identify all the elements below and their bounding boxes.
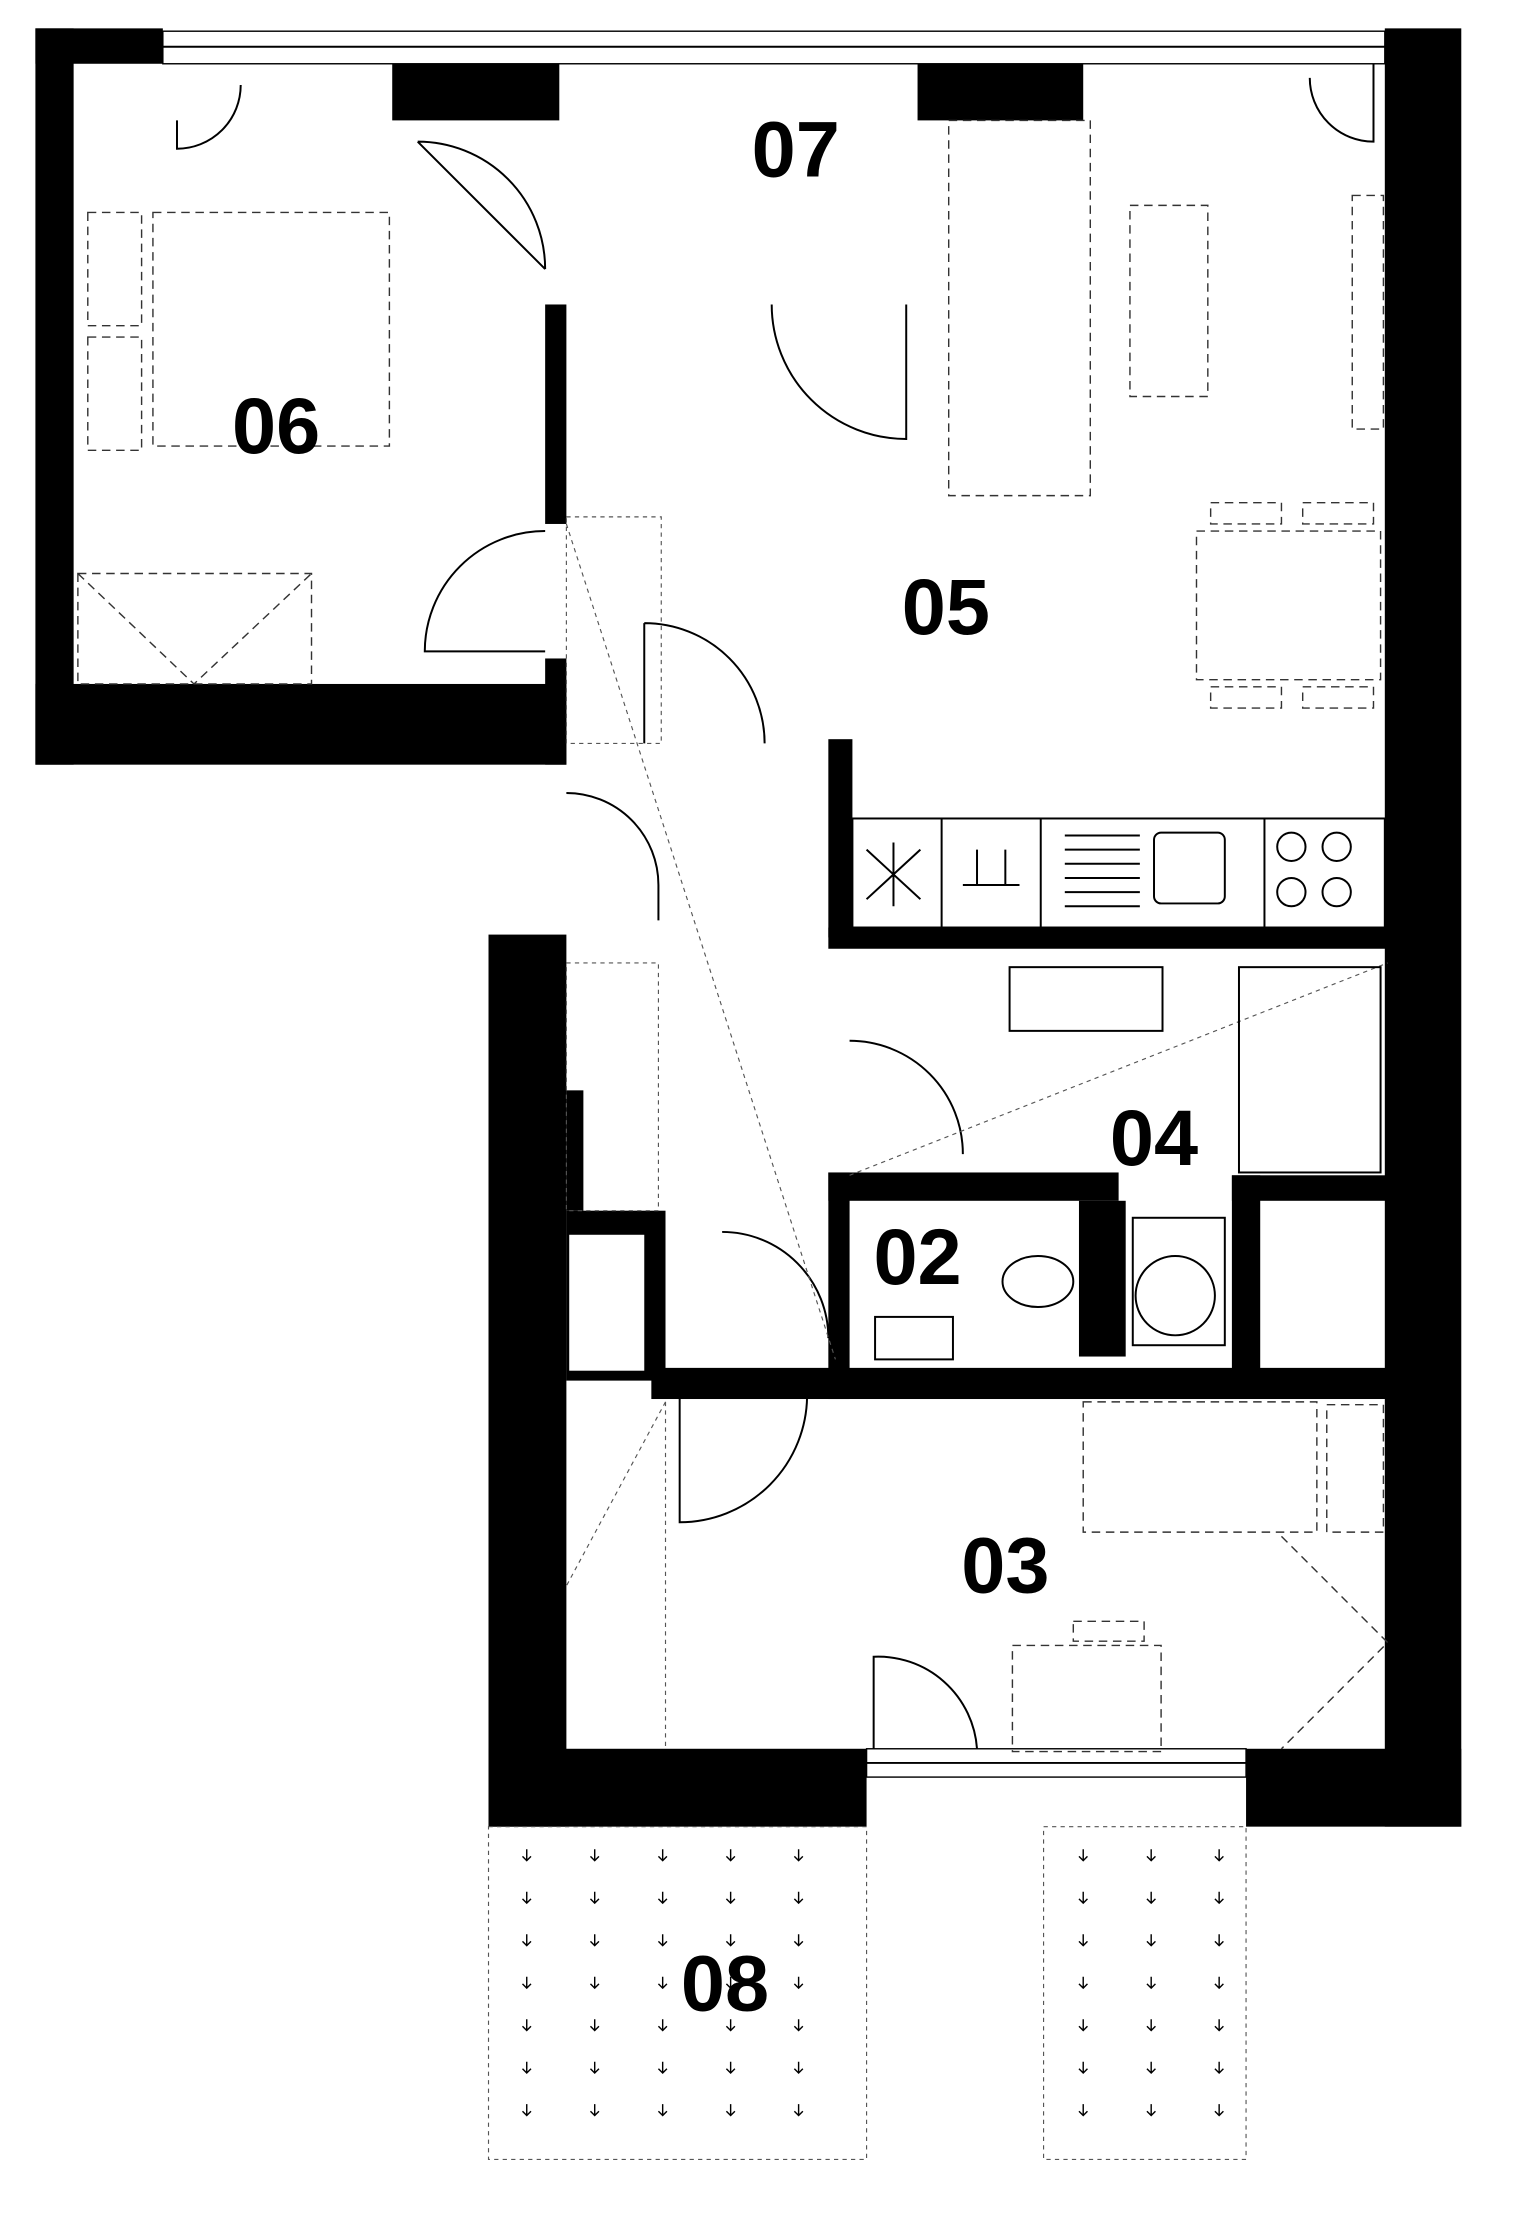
- room-label-05: 05: [902, 562, 990, 651]
- drainboard: [1064, 834, 1140, 908]
- paving-mark: [1078, 2019, 1088, 2032]
- paving-mark: [725, 2061, 736, 2075]
- paving-mark: [657, 2019, 668, 2032]
- bathroom-fixtures: [874, 966, 1382, 1361]
- paving-mark: [1214, 1891, 1224, 1905]
- room-label-04: 04: [1110, 1093, 1198, 1182]
- bed: [152, 211, 391, 447]
- paving-mark: [657, 2104, 668, 2117]
- paving-mark: [657, 1976, 668, 1990]
- paving-mark: [1146, 2104, 1156, 2117]
- paving-mark: [1078, 1891, 1088, 1905]
- paving-mark: [1146, 1976, 1156, 1990]
- paving-mark: [1146, 1934, 1156, 1947]
- paving-mark: [1146, 2061, 1156, 2075]
- paving-mark: [589, 1934, 600, 1947]
- shower: [1237, 966, 1382, 1174]
- paving-mark: [725, 1891, 736, 1905]
- paving-mark: [1078, 1849, 1088, 1862]
- paving-mark: [1146, 1849, 1156, 1862]
- paving-mark: [589, 1891, 600, 1905]
- paving-mark: [589, 1849, 600, 1862]
- paving-mark: [725, 1934, 736, 1947]
- paving-mark: [1078, 1934, 1088, 1947]
- paving-mark: [793, 1934, 804, 1947]
- paving-mark: [589, 2104, 600, 2117]
- cooktop: [1276, 831, 1352, 908]
- paving-mark: [793, 1891, 804, 1905]
- doors: [176, 63, 1388, 1749]
- paving-mark: [1214, 1976, 1224, 1990]
- paving-mark: [521, 1891, 532, 1905]
- toilet: [1001, 1255, 1075, 1308]
- paving-mark: [793, 2104, 804, 2117]
- room-label-03: 03: [961, 1521, 1049, 1610]
- paving-mark: [793, 2019, 804, 2032]
- paving-mark: [1214, 2019, 1224, 2032]
- kitchen-counter: [851, 817, 1386, 929]
- paving-mark: [1146, 1891, 1156, 1905]
- paving-mark: [521, 1849, 532, 1862]
- paving-mark: [589, 2019, 600, 2032]
- room-label-02: 02: [873, 1212, 961, 1301]
- walls: [35, 28, 1462, 1827]
- paving-mark: [725, 2019, 736, 2032]
- paving-mark: [1214, 2104, 1224, 2117]
- windows: [162, 30, 1386, 1778]
- paving-mark: [793, 2061, 804, 2075]
- desk-bed: [1082, 1401, 1318, 1533]
- dining-table: [1195, 530, 1382, 681]
- balcony: [487, 1826, 1247, 2160]
- paving-mark: [1214, 1934, 1224, 1947]
- paving-mark: [725, 1849, 736, 1862]
- room-label-08: 08: [681, 1938, 769, 2027]
- bathtub-or-sink: [1008, 966, 1164, 1032]
- room-label-06: 06: [232, 381, 320, 470]
- paving-mark: [521, 1976, 532, 1990]
- paving-mark: [1214, 2061, 1224, 2075]
- paving-mark: [793, 1976, 804, 1990]
- paving-mark: [657, 1934, 668, 1947]
- paving-mark: [793, 1849, 804, 1862]
- paving-mark: [521, 2019, 532, 2032]
- paving-mark: [657, 2061, 668, 2075]
- paving-mark: [1146, 2019, 1156, 2032]
- paving-mark: [521, 1934, 532, 1947]
- paving-mark: [725, 2104, 736, 2117]
- paving-mark: [589, 1976, 600, 1990]
- paving-mark: [1078, 2104, 1088, 2117]
- paving-mark: [521, 2061, 532, 2075]
- paving-mark: [657, 1891, 668, 1905]
- room-label-07: 07: [752, 105, 840, 194]
- coffee-table: [1129, 204, 1209, 398]
- paving-mark: [1214, 1849, 1224, 1862]
- paving-mark: [589, 2061, 600, 2075]
- desk: [1011, 1644, 1162, 1753]
- paving-mark: [657, 1849, 668, 1862]
- wc-sink: [874, 1315, 954, 1361]
- paving-mark: [1078, 1976, 1088, 1990]
- paving-mark: [521, 2104, 532, 2117]
- washing-machine: [1134, 1255, 1216, 1337]
- sofa: [947, 119, 1092, 497]
- wardrobe: [77, 572, 313, 685]
- paving-mark: [725, 1976, 736, 1990]
- tv-unit: [1351, 194, 1385, 430]
- sink: [1153, 831, 1226, 905]
- paving-mark: [1078, 2061, 1088, 2075]
